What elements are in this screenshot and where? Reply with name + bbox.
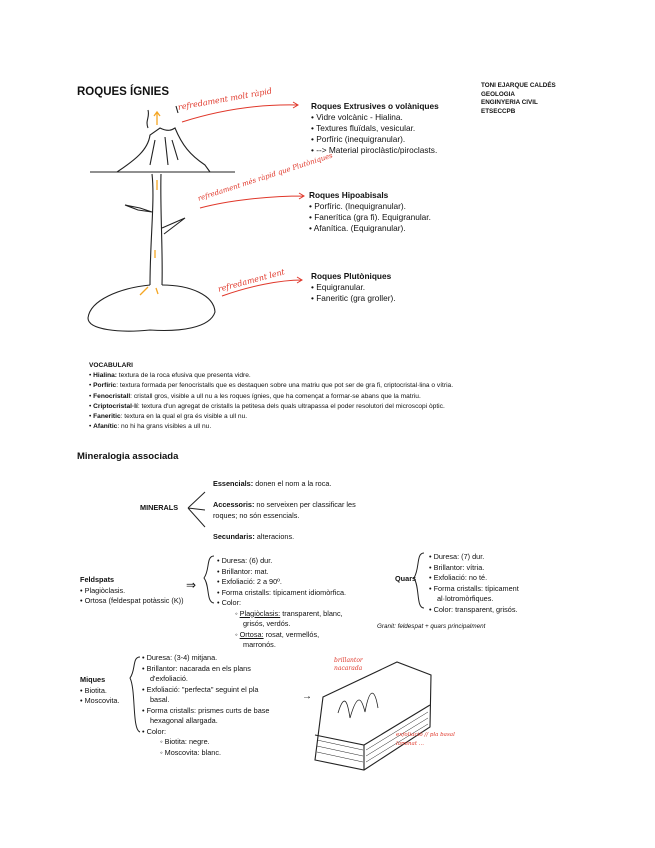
- list-item: Equigranular.: [311, 282, 396, 293]
- list-item: Biotita.: [80, 686, 119, 697]
- list-item: Color:: [217, 598, 346, 609]
- list-item: Duresa: (7) dur.: [429, 552, 519, 563]
- hypabyssal-heading: Roques Hipoabisals: [309, 190, 389, 200]
- list-item: Textures fluïdals, vesicular.: [311, 123, 439, 134]
- braces: [129, 552, 425, 733]
- list-item: Porfíric. (Inequigranular).: [309, 201, 431, 212]
- list-item: Forma cristalls: prismes curts de base: [142, 706, 270, 717]
- extrusive-heading: Roques Extrusives o volàniques: [311, 101, 439, 111]
- list-item: Fanerítica (gra fi). Equigranular.: [309, 212, 431, 223]
- list-item: Brillantor: vítria.: [429, 563, 519, 574]
- vocab-item: Faneritic: textura en la qual el gra és …: [89, 412, 453, 422]
- page-title: ROQUES ÍGNIES: [77, 86, 170, 98]
- mica-crystal-drawing: [314, 661, 432, 771]
- micas-section: Miques Biotita.Moscovita.: [80, 675, 119, 707]
- plutonic-section: Roques Plutòniques Equigranular.Faneriti…: [311, 271, 396, 304]
- list-item: Brillantor: mat.: [217, 567, 346, 578]
- vocab-item: Porfíric: textura formada per fenocrista…: [89, 381, 453, 391]
- magma-arrows: [139, 110, 161, 296]
- mineralogy-heading: Mineralogia associada: [77, 451, 179, 462]
- plutonic-heading: Roques Plutòniques: [311, 271, 392, 281]
- list-item: Forma cristalls: típicament idiomòrfica.: [217, 588, 347, 599]
- color-sublist: Biotita: negre. Moscovita: blanc.: [160, 737, 269, 758]
- implies-arrow: ⇒: [186, 578, 197, 592]
- degree: ENGINYERIA CIVIL: [481, 99, 538, 106]
- list-item: Exfoliació: 2 a 90º.: [217, 577, 346, 588]
- list-item: Ortosa (feldespat potàssic (K)): [80, 596, 184, 607]
- mineral-type: Secundaris: alteracions.: [213, 532, 295, 541]
- author-name: TONI EJARQUE CALDÉS: [481, 82, 556, 89]
- list-item: Duresa: (3-4) mitjana.: [142, 653, 269, 664]
- vocab-item: Criptocristal·lí: textura d'un agregat d…: [89, 402, 453, 412]
- author-block: TONI EJARQUE CALDÉS GEOLOGIA ENGINYERIA …: [481, 82, 556, 116]
- vocab-item: Hialina: textura de la roca efusiva que …: [89, 371, 453, 381]
- list-item: Exfoliació: "perfecta" seguint el pla: [142, 685, 269, 696]
- vocabulary-heading: VOCABULARI: [89, 362, 133, 369]
- school: ETSECCPB: [481, 107, 516, 115]
- list-item: Forma cristalls: típicament: [429, 584, 519, 595]
- quartz-heading: Quars: [395, 574, 417, 583]
- mineral-type: Accessoris: no serveixen per classificar…: [213, 500, 356, 520]
- list-item-continued: al·lotromòrfiques.: [437, 594, 494, 603]
- list-item: Porfíric (inequigranular).: [311, 134, 439, 145]
- feldspars-section: Feldspats Plagiòclasis.Ortosa (feldespat…: [80, 575, 184, 607]
- minerals-label: MINERALS: [140, 503, 179, 512]
- list-item: Exfoliació: no té.: [429, 573, 519, 584]
- vocab-item: Afanític: no hi ha grans visibles a ull …: [89, 422, 453, 432]
- list-item: Color:: [142, 727, 269, 738]
- list-item: Faneritic (gra groller).: [311, 293, 395, 304]
- list-item: --> Material piroclàstic/piroclasts.: [311, 145, 439, 156]
- granite-note: Granit: feldespat + quars principalment: [377, 623, 486, 630]
- annotation-arrows: [181, 101, 305, 297]
- hypabyssal-section: Roques Hipoabisals Porfíric. (Inequigran…: [309, 190, 431, 234]
- vocab-item: Fenocristall: cristall gros, visible a u…: [89, 392, 453, 402]
- mineral-type: Essencials: donen el nom a la roca.: [213, 479, 332, 488]
- mica-properties: Duresa: (3-4) mitjana. Brillantor: nacar…: [142, 653, 270, 758]
- list-item: Color: transparent, grisós.: [429, 605, 519, 616]
- list-item: Afanítica. (Equigranular).: [309, 223, 431, 234]
- arrow-icon: →: [302, 691, 312, 702]
- list-item: Moscovita.: [80, 696, 120, 707]
- list-item: Brillantor: nacarada en els plans: [142, 664, 269, 675]
- color-sublist: Plagiòclasis: transparent, blanc, grisós…: [235, 609, 346, 651]
- minerals-arrows: [187, 491, 206, 528]
- list-item: Vidre volcànic - Hialina.: [311, 112, 439, 123]
- quartz-properties: Duresa: (7) dur. Brillantor: vítria. Exf…: [429, 552, 519, 615]
- subject: GEOLOGIA: [481, 90, 515, 98]
- vocabulary-section: VOCABULARI Hialina: textura de la roca e…: [89, 361, 453, 432]
- list-item: Plagiòclasis.: [80, 586, 184, 597]
- list-item: Duresa: (6) dur.: [217, 556, 346, 567]
- feldspar-properties: Duresa: (6) dur. Brillantor: mat. Exfoli…: [217, 556, 347, 651]
- extrusive-section: Roques Extrusives o volàniques Vidre vol…: [311, 101, 439, 156]
- volcano-drawing: [87, 105, 235, 332]
